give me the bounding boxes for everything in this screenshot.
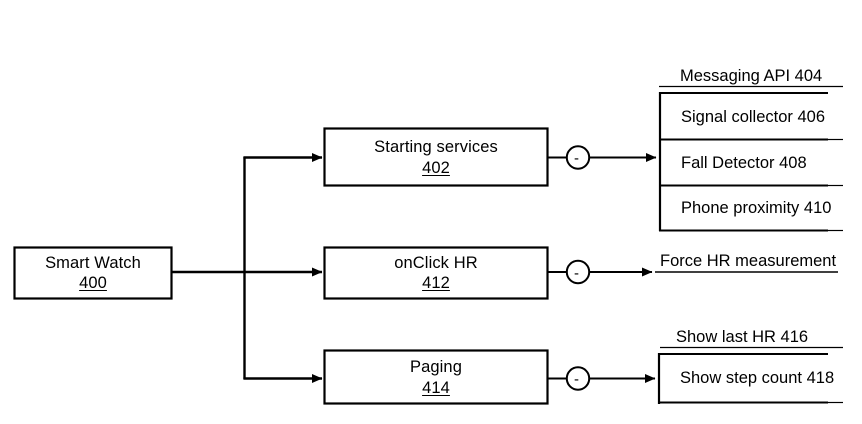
signal-collector-title: Signal collector xyxy=(681,108,793,126)
messaging-api-header: Messaging API 404 xyxy=(680,68,822,85)
minus-node-paging[interactable] xyxy=(565,366,591,391)
fall-detector-ref: 408 xyxy=(779,154,807,172)
show-step-count-ref: 418 xyxy=(806,369,835,387)
minus-node-starting-services[interactable] xyxy=(565,145,591,170)
messaging-api-row-fall-detector[interactable]: Fall Detector 408 xyxy=(681,155,807,172)
show-step-count-title: Show step count xyxy=(680,369,802,387)
messaging-api-row-signal-collector[interactable]: Signal collector 406 xyxy=(681,109,825,126)
messaging-api-row-phone-proximity[interactable]: Phone proximity 410 xyxy=(681,200,831,217)
paging-box[interactable] xyxy=(323,349,549,405)
paging-output-row-show-step-count[interactable]: Show step count 418 xyxy=(680,370,834,387)
show-last-hr-title: Show last HR xyxy=(676,328,776,346)
fall-detector-title: Fall Detector xyxy=(681,154,775,172)
paging-output-header: Show last HR 416 xyxy=(676,329,808,346)
messaging-api-header-title: Messaging API xyxy=(680,67,791,85)
phone-proximity-ref: 410 xyxy=(803,199,832,217)
smart-watch-box[interactable] xyxy=(13,246,173,300)
phone-proximity-title: Phone proximity xyxy=(681,199,800,217)
messaging-api-header-ref: 404 xyxy=(794,67,823,85)
starting-services-box[interactable] xyxy=(323,127,549,187)
signal-collector-ref: 406 xyxy=(797,108,826,126)
minus-node-onclick-hr[interactable] xyxy=(565,259,591,285)
onclick-hr-box[interactable] xyxy=(323,246,549,300)
force-hr-measurement-text: Force HR measurement xyxy=(660,252,837,270)
force-hr-measurement-label: Force HR measurement xyxy=(660,253,836,270)
show-last-hr-ref: 416 xyxy=(780,328,809,346)
